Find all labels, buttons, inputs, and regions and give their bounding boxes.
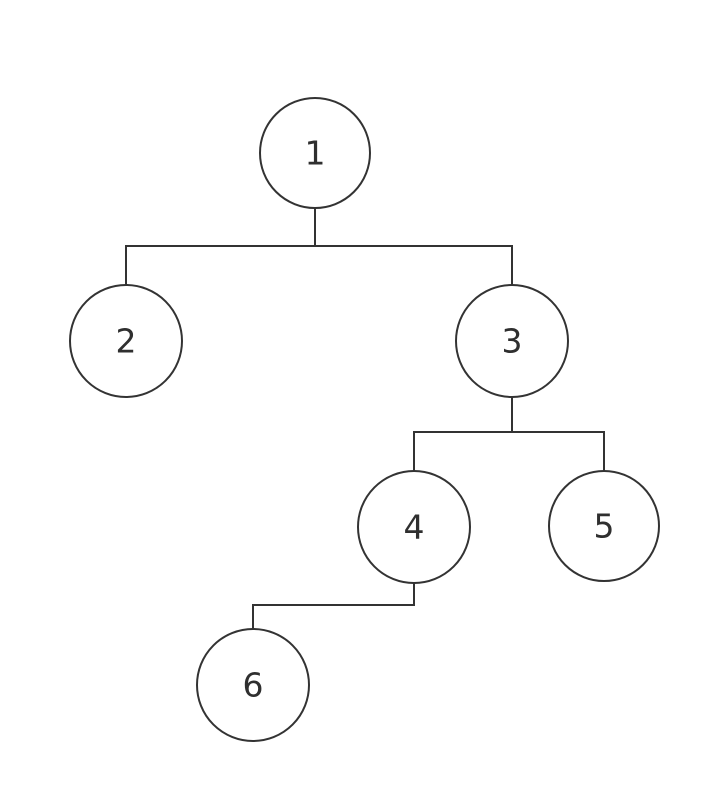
node-circle-5 <box>548 470 660 582</box>
node-label-4: 4 <box>404 508 425 547</box>
tree-node-5: 5 <box>548 470 660 582</box>
node-circle-6 <box>196 628 310 742</box>
node-circle-1 <box>259 97 371 209</box>
edge-3-to-5 <box>511 397 605 471</box>
tree-node-6: 6 <box>196 628 310 742</box>
node-label-3: 3 <box>502 322 523 361</box>
node-label-6: 6 <box>243 666 264 705</box>
node-label-5: 5 <box>594 507 615 546</box>
edge-4-to-6 <box>252 583 415 629</box>
node-circle-3 <box>455 284 569 398</box>
edge-3-to-4 <box>413 397 513 471</box>
node-label-1: 1 <box>305 134 326 173</box>
tree-node-2: 2 <box>69 284 183 398</box>
tree-node-1: 1 <box>259 97 371 209</box>
node-circle-4 <box>357 470 471 584</box>
node-label-2: 2 <box>116 322 137 361</box>
node-circle-2 <box>69 284 183 398</box>
tree-node-3: 3 <box>455 284 569 398</box>
tree-node-4: 4 <box>357 470 471 584</box>
edge-1-to-3 <box>314 208 513 285</box>
edge-1-to-2 <box>125 208 316 285</box>
